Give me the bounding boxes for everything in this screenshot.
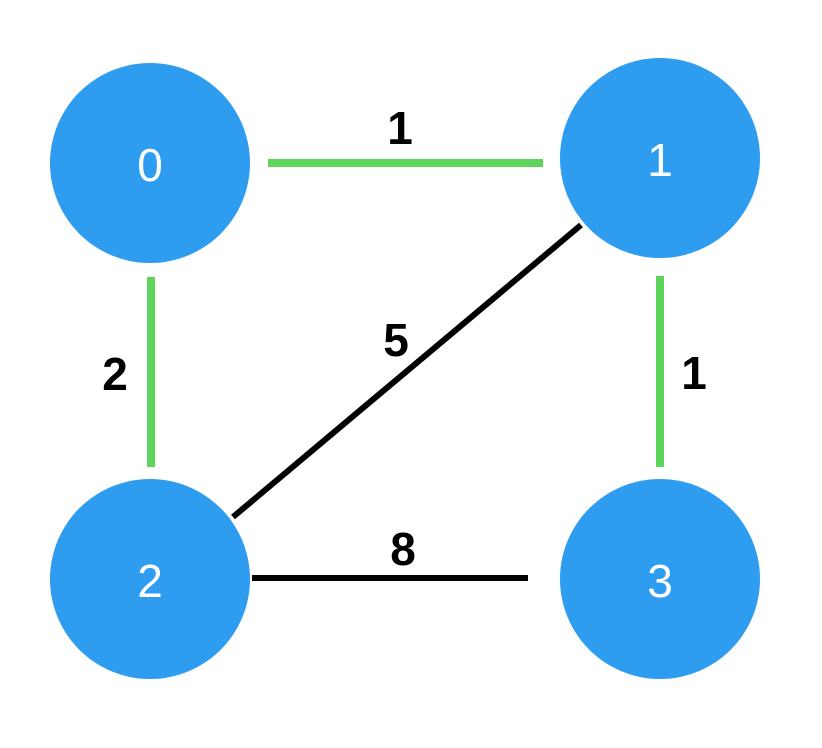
edge-weight-0-1: 1 xyxy=(387,102,413,154)
edge-weight-1-2: 5 xyxy=(383,314,409,366)
node-1-label: 1 xyxy=(647,134,673,186)
edge-weight-2-3: 8 xyxy=(390,523,416,575)
node-0-label: 0 xyxy=(137,139,163,191)
edge-1-2 xyxy=(231,222,583,520)
node-3-label: 3 xyxy=(647,555,673,607)
node-1-circle xyxy=(560,58,760,258)
node-0-circle xyxy=(50,63,250,263)
node-2-label: 2 xyxy=(137,555,163,607)
edge-weight-0-2: 2 xyxy=(102,348,128,400)
edge-weight-1-3: 1 xyxy=(681,347,707,399)
node-2-circle xyxy=(50,479,250,679)
node-3-circle xyxy=(560,479,760,679)
